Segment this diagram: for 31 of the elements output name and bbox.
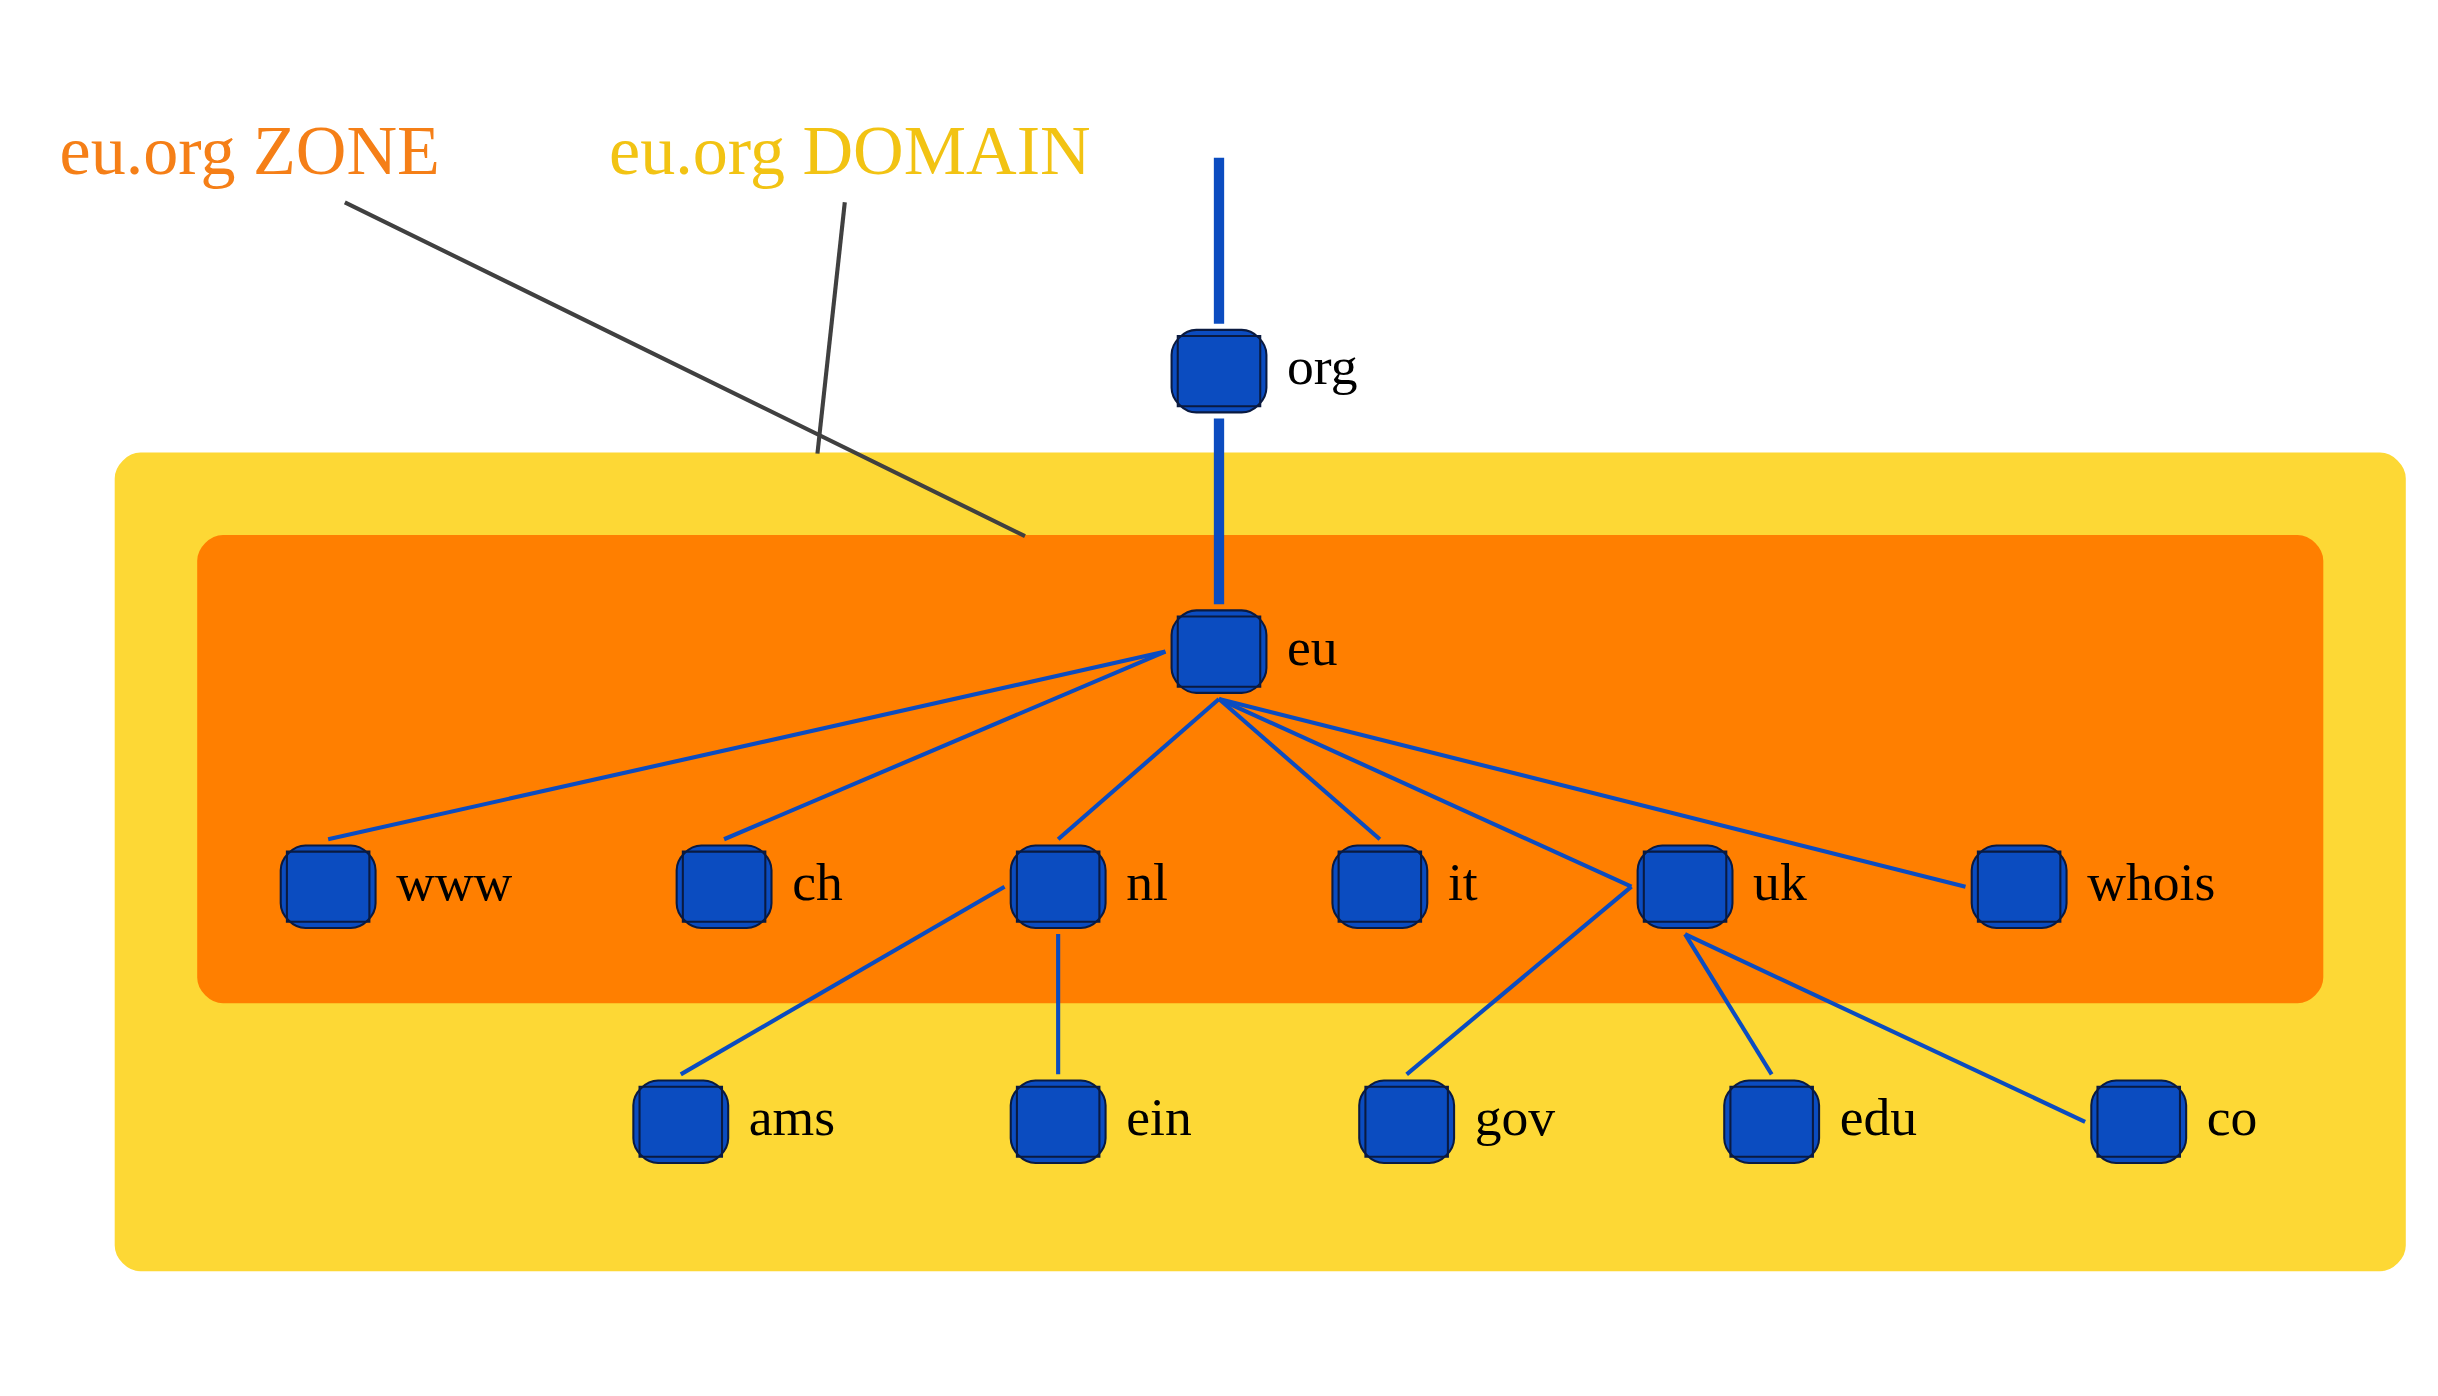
- connector: [1213, 157, 1225, 324]
- connector: [1218, 697, 1633, 889]
- connector: [1213, 418, 1225, 605]
- node-label: org: [1287, 336, 1358, 397]
- connector: [815, 202, 847, 454]
- node-label: ams: [748, 1086, 836, 1147]
- connector: [1218, 697, 1966, 889]
- connector: [327, 649, 1166, 842]
- connector: [1056, 697, 1221, 841]
- node-label: www: [396, 851, 513, 912]
- node-label: eu: [1287, 616, 1338, 677]
- node-text: eu.org ZONE: [59, 111, 440, 189]
- connector: [1056, 934, 1061, 1075]
- connector: [1683, 933, 1774, 1076]
- connector: [1405, 885, 1633, 1076]
- cluster: [197, 535, 2324, 1004]
- connector: [679, 884, 1006, 1077]
- node-label: edu: [1839, 1086, 1918, 1147]
- cluster: [114, 452, 2406, 1272]
- node-text: eu.org DOMAIN: [609, 111, 1091, 189]
- node-label: co: [2206, 1086, 2258, 1147]
- connector: [1684, 932, 2086, 1124]
- node-label: nl: [1126, 851, 1168, 912]
- node-label: ch: [792, 851, 843, 912]
- node-label: it: [1447, 851, 1478, 912]
- connector: [723, 649, 1167, 842]
- node-label: uk: [1753, 851, 1807, 912]
- node-label: ein: [1126, 1086, 1192, 1147]
- connector: [343, 200, 1026, 538]
- node-label: whois: [2087, 851, 2216, 912]
- node-label: gov: [1474, 1086, 1556, 1147]
